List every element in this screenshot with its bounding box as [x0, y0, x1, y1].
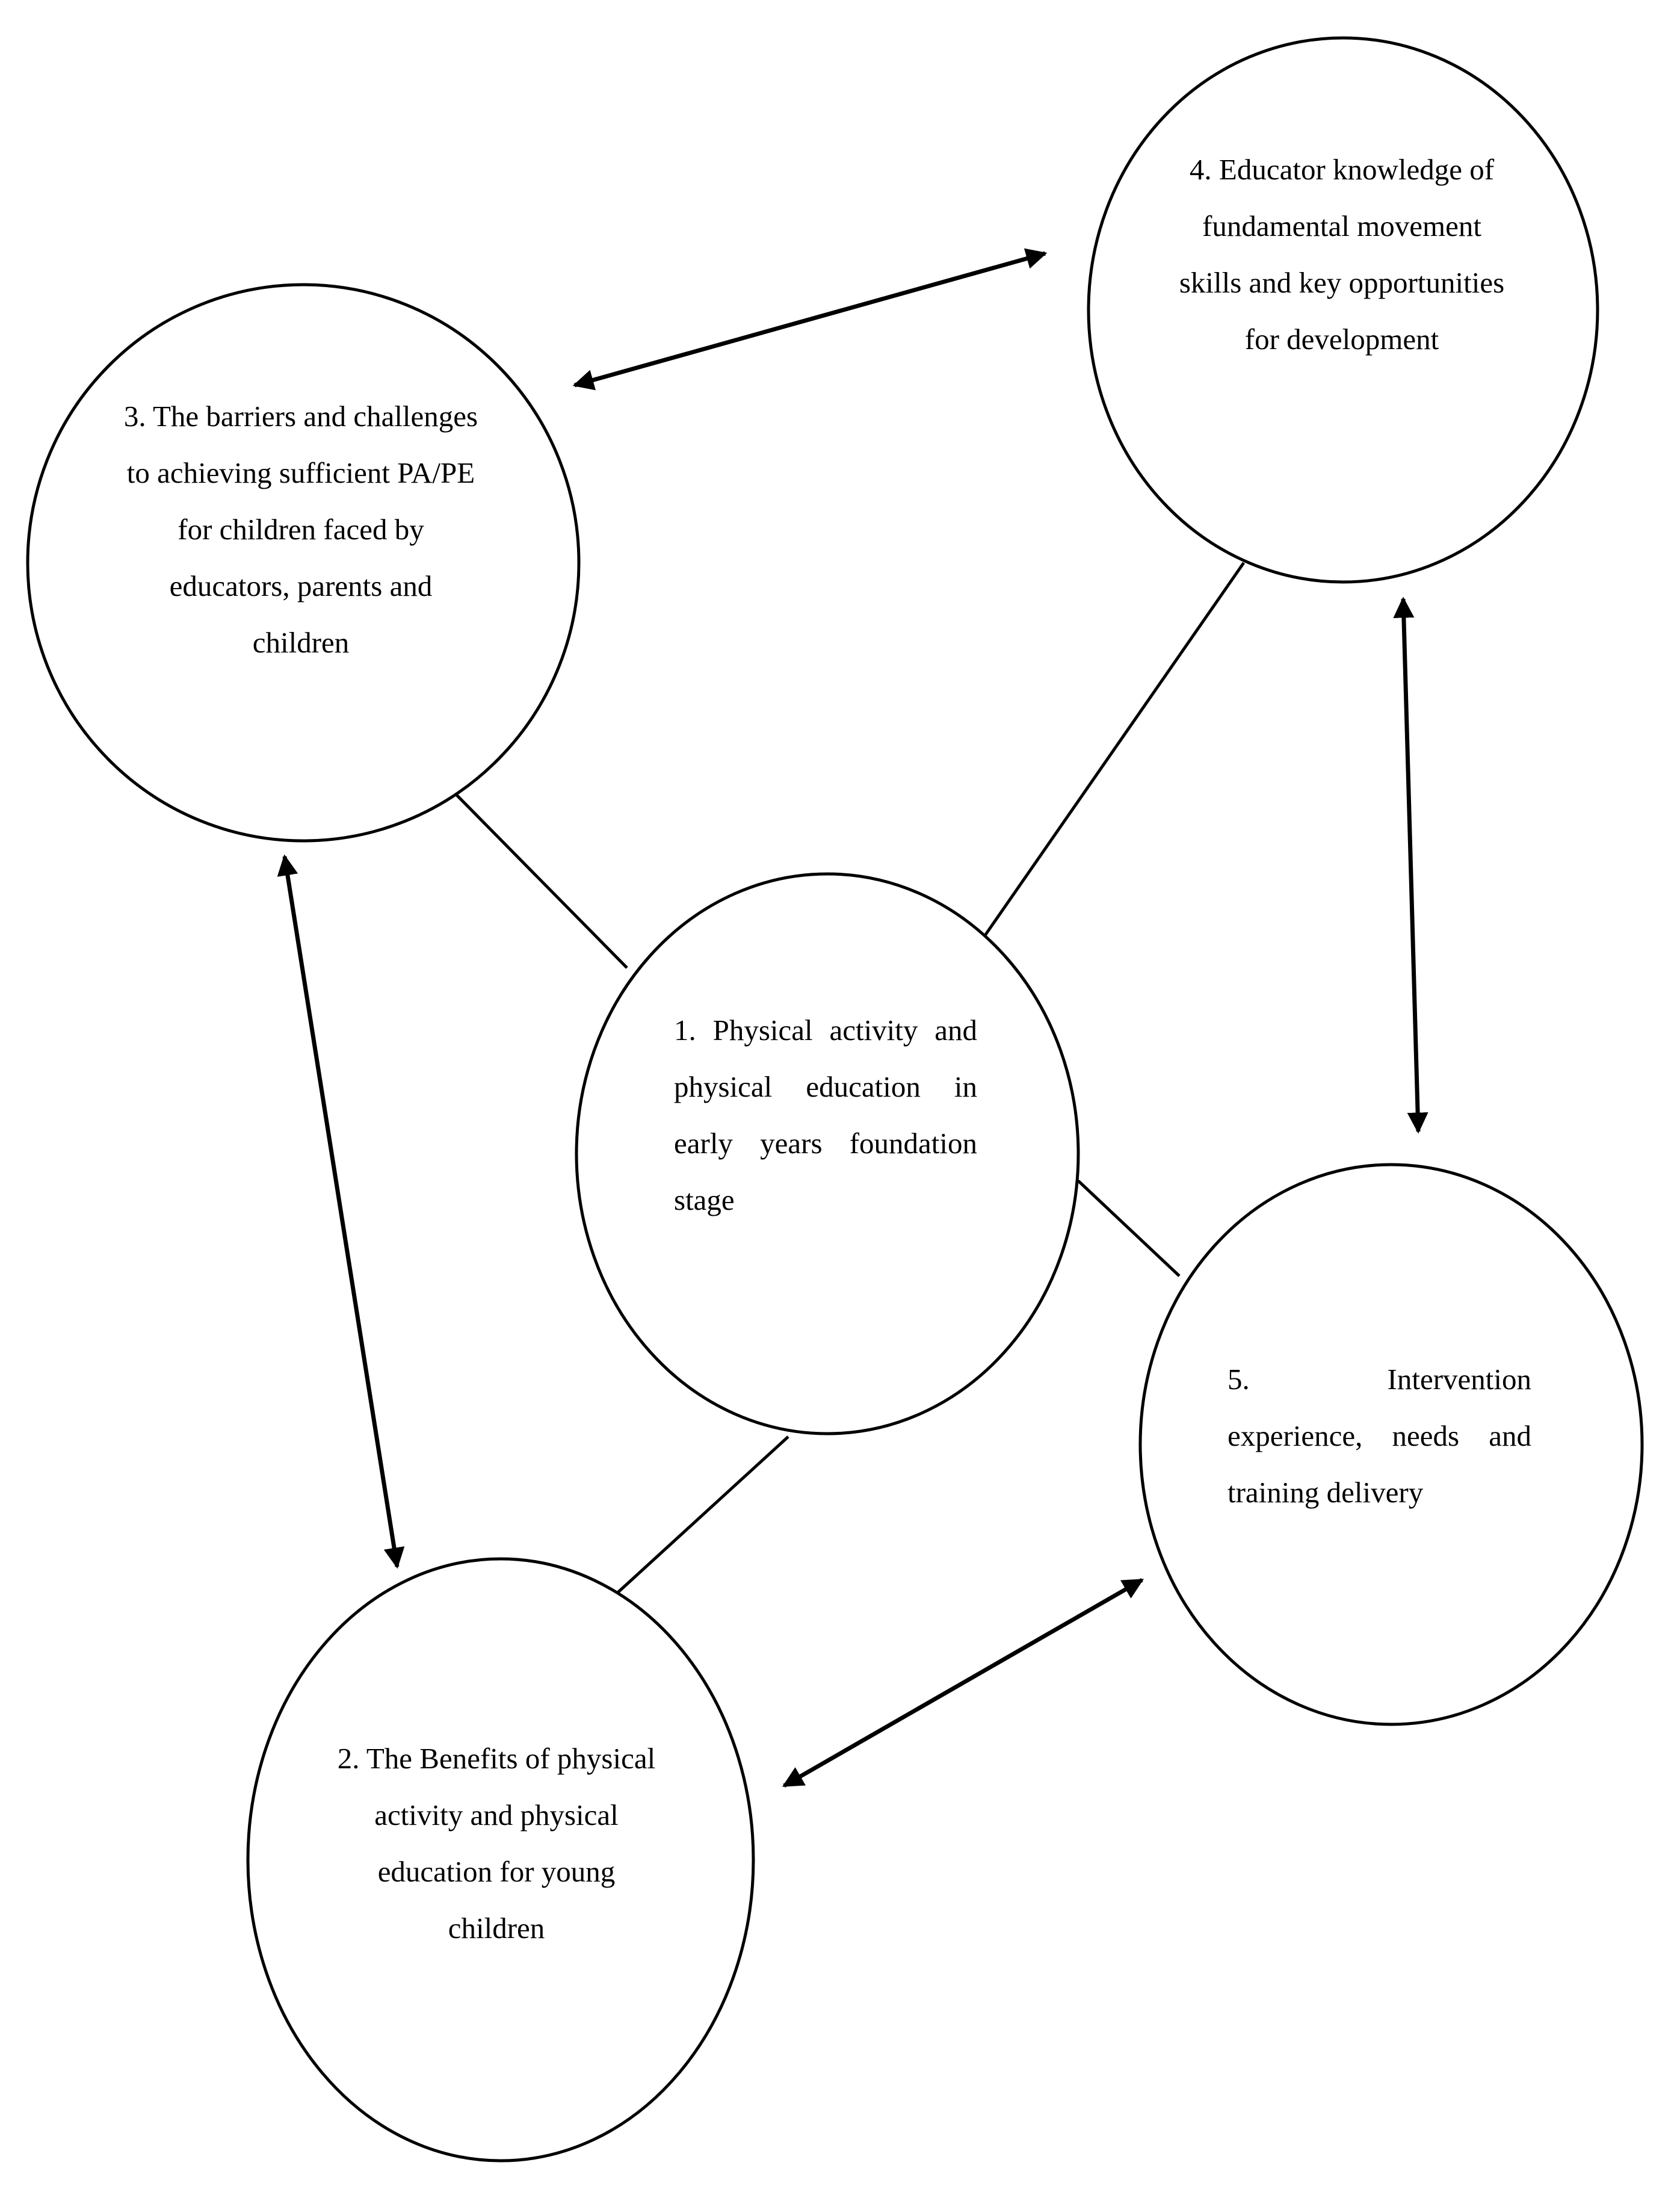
node-n3 [26, 283, 581, 843]
edge-n3-n2 [277, 854, 405, 1569]
node-label-n5: 5. Intervention experience, needs and tr… [1228, 1363, 1531, 1509]
edge-n4-n5 [1393, 596, 1428, 1134]
edge-n1-n5 [1077, 1180, 1181, 1277]
node-n4 [1087, 36, 1599, 584]
edge-n1-n2 [613, 1435, 789, 1597]
edge-n1-n4 [982, 562, 1246, 938]
node-n2 [246, 1557, 755, 2163]
edge-n1-n3 [452, 791, 628, 969]
edge-n2-n5 [782, 1578, 1144, 1788]
node-label-n3: 3. The barriers and challenges to achiev… [123, 400, 478, 659]
node-label-n2: 2. The Benefits of physical activity and… [337, 1742, 656, 1945]
node-label-n4: 4. Educator knowledge of fundamental mov… [1179, 153, 1505, 356]
edge-n3-n4 [572, 248, 1048, 391]
node-n5 [1138, 1163, 1644, 1726]
node-label-n1: 1. Physical activity and physical educat… [674, 1014, 977, 1216]
node-n1 [575, 872, 1080, 1435]
